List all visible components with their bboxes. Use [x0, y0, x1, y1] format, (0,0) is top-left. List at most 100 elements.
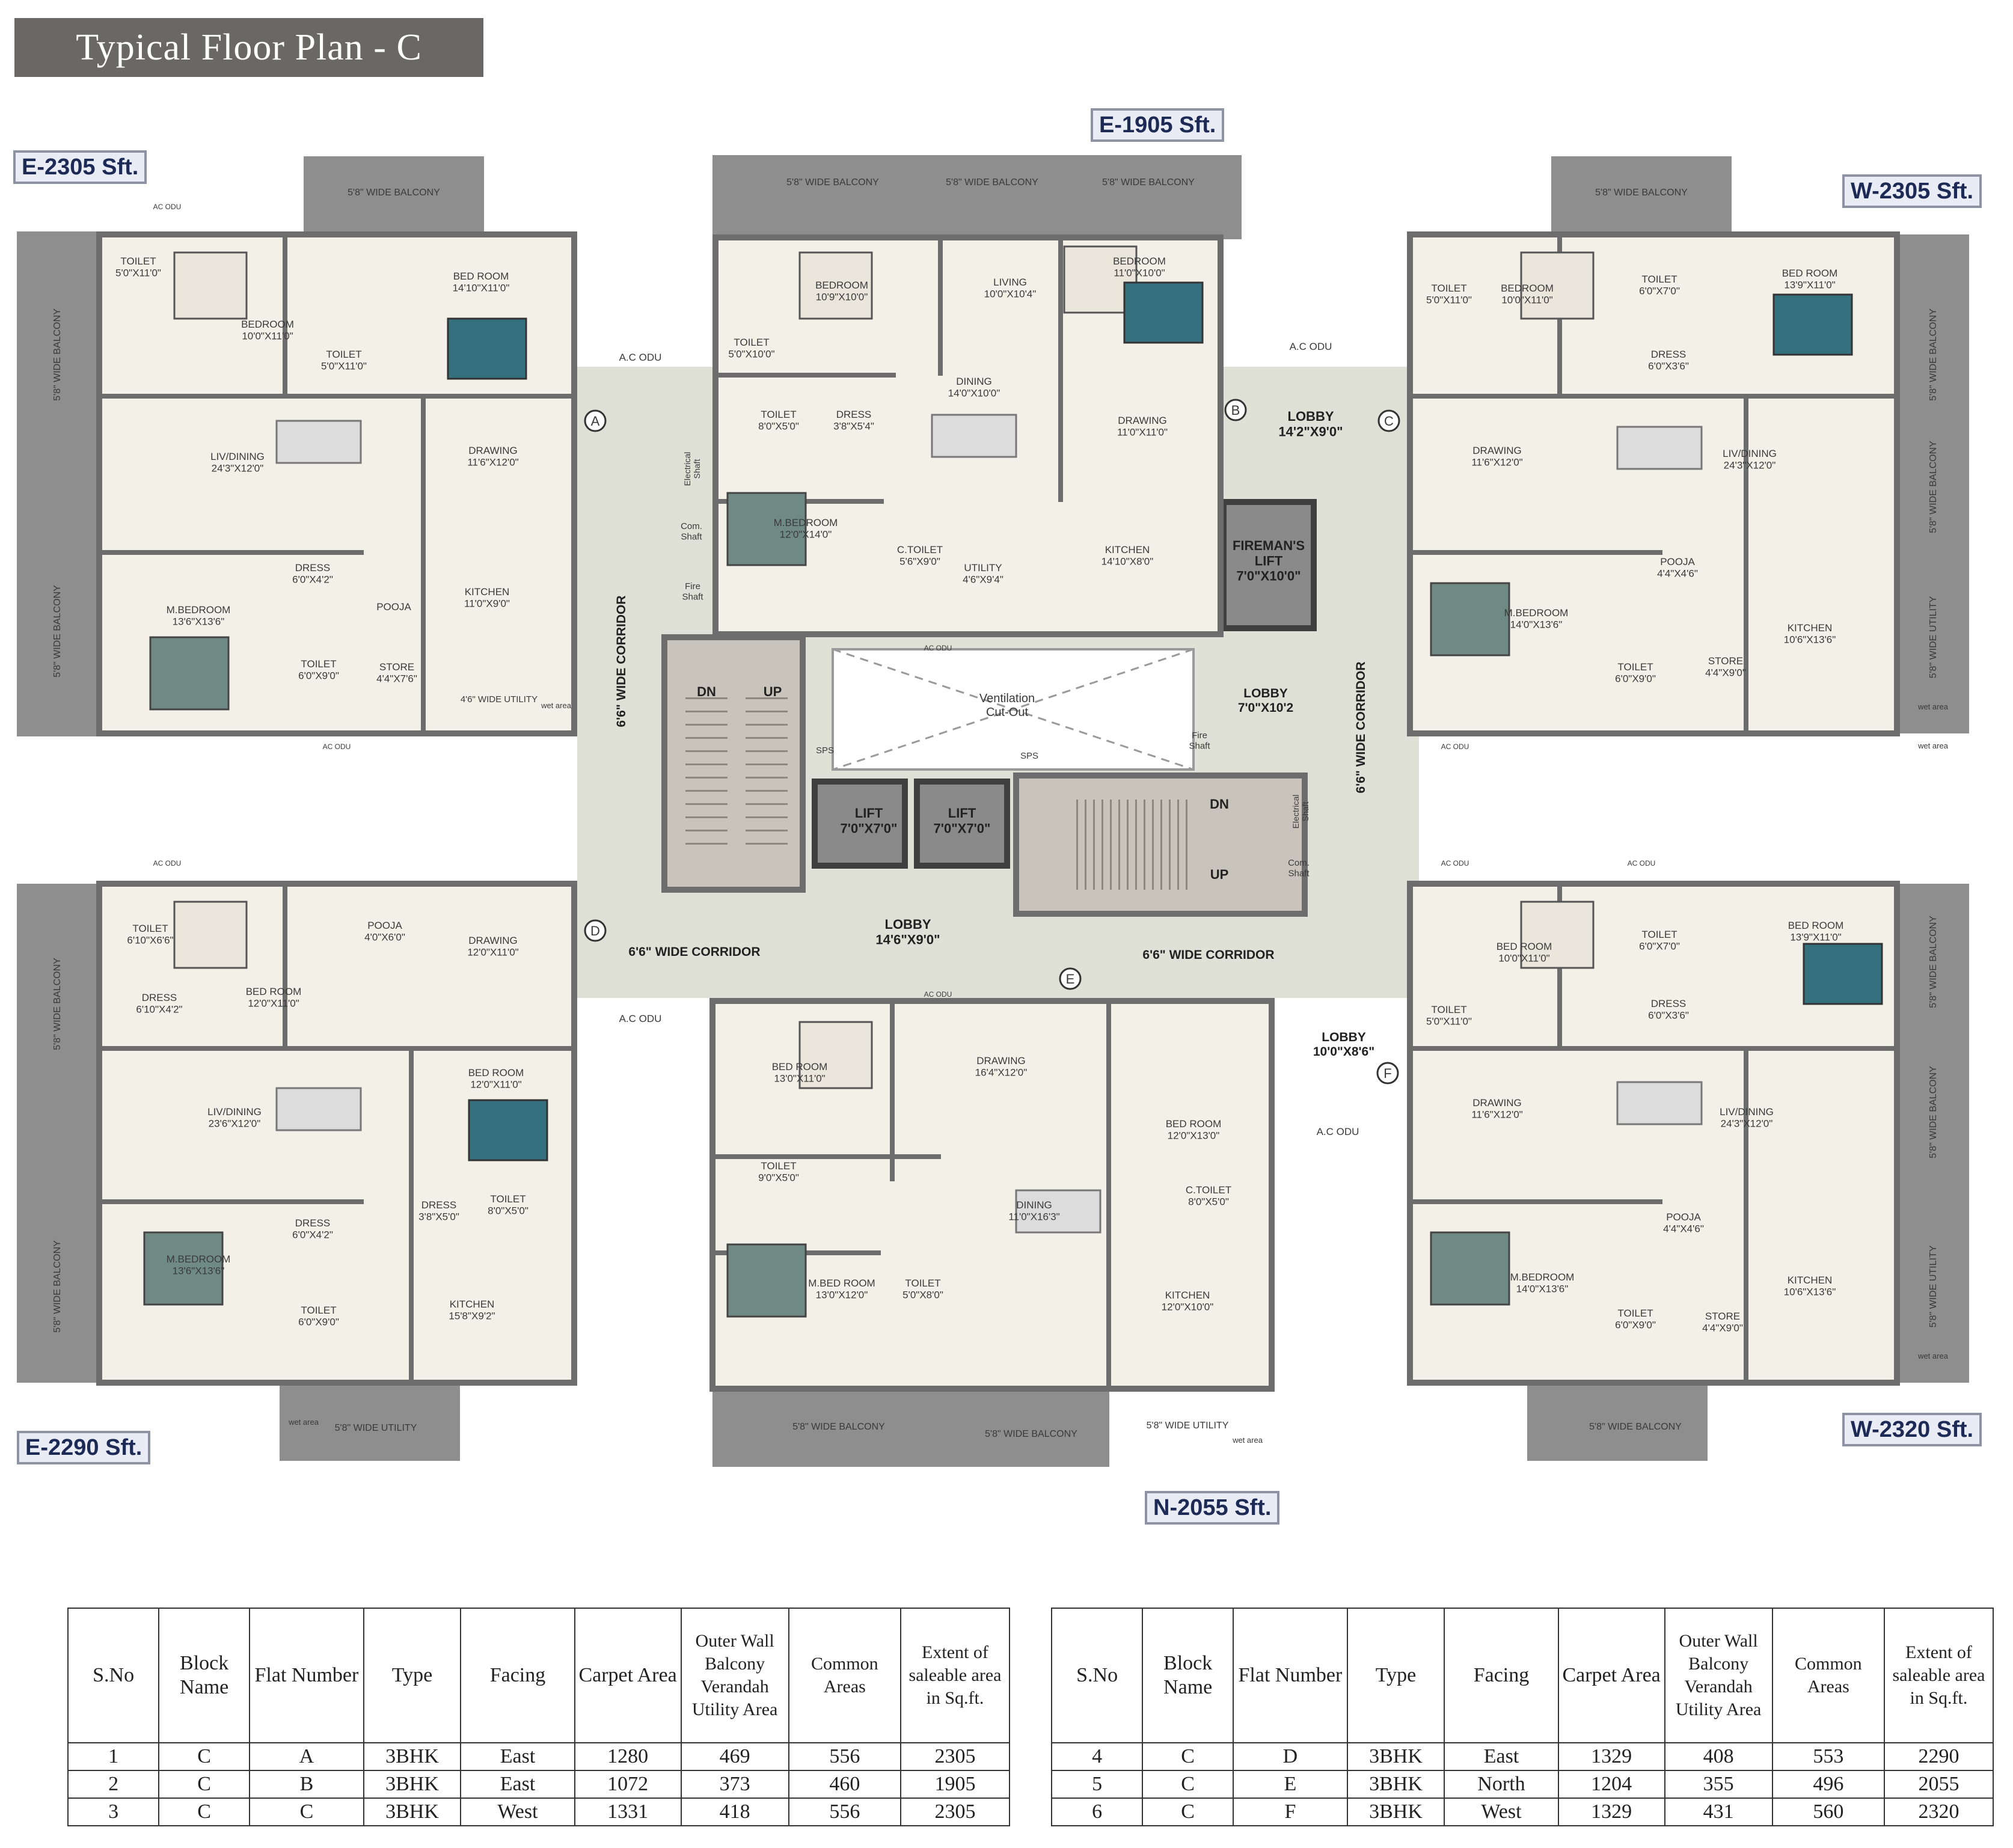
room-label-d-drawing-line: 12'0"X11'0" — [467, 947, 518, 958]
fireman-lift-label-line: LIFT — [1255, 553, 1283, 568]
stair-tread — [746, 790, 788, 792]
fire-shaft-label-line: Fire — [1192, 730, 1207, 741]
table-cell: 2055 — [1883, 1770, 1994, 1799]
room-label-f-pooja-line: 4'4"X4'6" — [1663, 1223, 1704, 1235]
electrical-shaft-label-line: Electrical — [1291, 795, 1301, 829]
table-cell: 553 — [1771, 1742, 1885, 1771]
room-label-e-bedroom-line: BED ROOM — [772, 1061, 828, 1072]
room-label-d-toilet3-line: TOILET — [301, 1305, 336, 1316]
room-label-f-dress-line: 6'0"X3'6" — [1648, 1010, 1689, 1021]
room-label-e-mbed-line: M.BED ROOM — [808, 1277, 875, 1289]
partition — [712, 1154, 941, 1159]
ac-odu-small-label: AC ODU — [1441, 742, 1469, 751]
stair-tread — [746, 830, 788, 831]
utility-label-line: 5'8" WIDE UTILITY — [1147, 1421, 1229, 1431]
table-cell: 355 — [1664, 1770, 1773, 1799]
room-label-e-drawing-line: DRAWING — [976, 1055, 1026, 1066]
table-header-cell: Extent of saleable area in Sq.ft. — [899, 1608, 1011, 1743]
room-label-b-dining-line: 14'0"X10'0" — [948, 388, 1000, 399]
balcony-label-line: 5'8" WIDE BALCONY — [1928, 308, 1938, 401]
room-label-a-kitchen-line: 11'0"X9'0" — [464, 598, 510, 610]
room-label-f-drawing-line: 11'6"X12'0" — [1471, 1109, 1522, 1121]
room-label-d-dress2-line: DRESS — [421, 1199, 457, 1211]
stair-tread — [1101, 800, 1103, 890]
room-label-f-bedroom1-line: 10'0"X11'0" — [1498, 953, 1549, 964]
stair-tread — [685, 777, 728, 779]
bed-icon — [1430, 1231, 1510, 1306]
balcony-label-line: 5'8" WIDE BALCONY — [1928, 441, 1938, 533]
stair-tread — [685, 843, 728, 845]
dining-table-icon — [931, 414, 1017, 458]
stair-tread — [685, 711, 728, 712]
table-cell: 2320 — [1883, 1798, 1994, 1826]
flat-marker-text-d-line: D — [590, 923, 600, 938]
room-label-d-bedroom-line: 12'0"X11'0" — [248, 998, 299, 1009]
table-cell: 460 — [788, 1770, 901, 1799]
room-label-d-dress-line: 6'10"X4'2" — [136, 1004, 182, 1015]
table-header-cell: Facing — [1444, 1608, 1559, 1743]
flat-marker-text-e-line: E — [1066, 971, 1075, 987]
flat-marker-text-b: B — [1231, 403, 1240, 418]
lobby-bottom-label-line: 14'6"X9'0" — [875, 932, 940, 947]
electrical-shaft-label: ElectricalShaft — [682, 452, 702, 486]
table-cell: East — [460, 1770, 575, 1799]
balcony-label-line: 5'8" WIDE BALCONY — [1595, 188, 1688, 198]
flat-marker-b — [1224, 399, 1247, 421]
room-label-b-drawing-line: 11'0"X11'0" — [1117, 427, 1168, 438]
ac-odu-small-label: AC ODU — [153, 859, 182, 867]
room-label-f-dress-line: DRESS — [1651, 998, 1687, 1009]
stair-tread — [685, 737, 728, 739]
table-cell: E — [1233, 1770, 1348, 1799]
electrical-shaft-label-line: Electrical — [682, 452, 692, 486]
table-cell: 2305 — [899, 1798, 1011, 1826]
room-label-b-drawing-line: DRAWING — [1118, 415, 1167, 426]
room-label-b-ctoilet-line: 5'6"X9'0" — [899, 556, 940, 568]
balcony-label: 5'8" WIDE BALCONY — [52, 1240, 63, 1333]
corridor-right-label-line: 6'6" WIDE CORRIDOR — [1354, 661, 1368, 793]
room-label-d-toilet3-line: 6'0"X9'0" — [298, 1317, 339, 1328]
lobby-right-label-line: 7'0"X10'2 — [1238, 701, 1293, 715]
flat-area-top-center: E-1905 Sft. — [1091, 108, 1225, 142]
com-shaft-label: Com.Shaft — [1288, 858, 1310, 878]
table-cell: 3BHK — [363, 1742, 462, 1771]
room-label-a-store-line: 4'4"X7'6" — [376, 673, 417, 685]
utility-label-line: 5'8" WIDE UTILITY — [1928, 596, 1938, 678]
table-cell: 3 — [67, 1798, 160, 1826]
room-label-a-bedroom2-line: BED ROOM — [453, 271, 509, 282]
stair-dn-right-label: DN — [1210, 797, 1229, 812]
table-cell: C — [249, 1798, 364, 1826]
balcony-label: 5'8" WIDE BALCONY — [52, 585, 63, 678]
room-label-b-bedroom2-line: 11'0"X10'0" — [1114, 268, 1165, 279]
ac-odu-small-label-line: AC ODU — [153, 859, 182, 867]
table-cell: 3BHK — [363, 1770, 462, 1799]
table-cell: 2305 — [899, 1742, 1011, 1771]
room-label-f-store-line: STORE — [1705, 1311, 1740, 1322]
room-label-a-utility: 4'6" WIDE UTILITY — [461, 694, 538, 705]
ventilation-label-line: Ventilation — [979, 692, 1035, 705]
bed-icon — [1430, 582, 1510, 656]
stair-tread — [1152, 800, 1154, 890]
stair-tread — [1118, 800, 1120, 890]
room-label-e-kitchen-line: KITCHEN — [1165, 1290, 1210, 1301]
stair-tread — [1169, 800, 1171, 890]
room-label-b-toilet-line: 5'0"X10'0" — [728, 349, 774, 360]
table-cell: 3BHK — [363, 1798, 462, 1826]
balcony-label-line: 5'8" WIDE BALCONY — [1102, 177, 1195, 188]
lift-2-label-line: LIFT — [948, 806, 976, 821]
